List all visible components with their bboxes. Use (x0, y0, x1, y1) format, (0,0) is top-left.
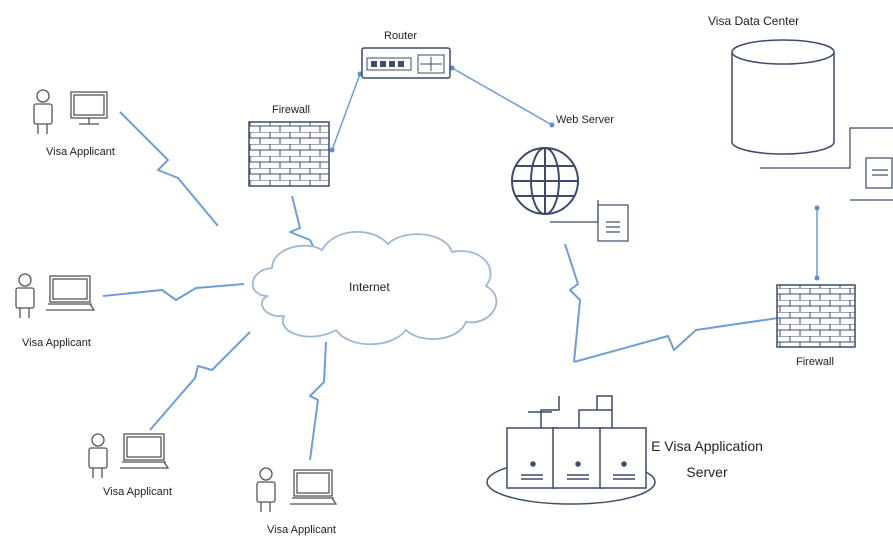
router-icon (361, 47, 451, 79)
link-router-firewall (331, 73, 361, 151)
firewall-top-icon (248, 121, 330, 187)
lightning-link-applicant3 (149, 331, 251, 431)
applicant-1-label: Visa Applicant (46, 146, 115, 158)
firewall-top-label: Firewall (272, 104, 310, 116)
internet-cloud (251, 231, 498, 346)
applicant-3-icon (88, 433, 170, 478)
applicant-2-icon (15, 273, 96, 318)
firewall-right-label: Firewall (796, 356, 834, 368)
database-icon (731, 39, 835, 155)
applicant-1-icon (33, 89, 108, 134)
web-server-label: Web Server (556, 114, 614, 126)
server-rack-icon (760, 127, 893, 201)
data-center-label: Visa Data Center (708, 14, 800, 28)
lightning-link-applicant1 (119, 111, 219, 227)
app-server-label: E Visa Application Server (651, 438, 763, 480)
internet-label: Internet (349, 280, 390, 294)
lightning-link-applicant2 (102, 283, 245, 301)
app-server-icon (506, 395, 647, 489)
applicant-3-label: Visa Applicant (103, 486, 172, 498)
router-label: Router (384, 30, 418, 42)
web-server-box (550, 200, 629, 242)
web-server-icon (511, 147, 579, 215)
firewall-right-icon (776, 284, 856, 348)
applicant-4-icon (256, 467, 338, 512)
applicant-2-label: Visa Applicant (22, 337, 91, 349)
lightning-link-webserver (564, 243, 581, 363)
lightning-link-appserver-firewall (573, 317, 779, 363)
lightning-link-firewall (289, 195, 319, 257)
lightning-link-applicant4 (309, 341, 327, 461)
applicant-4-label: Visa Applicant (267, 524, 336, 536)
link-router-webserver (451, 67, 553, 126)
